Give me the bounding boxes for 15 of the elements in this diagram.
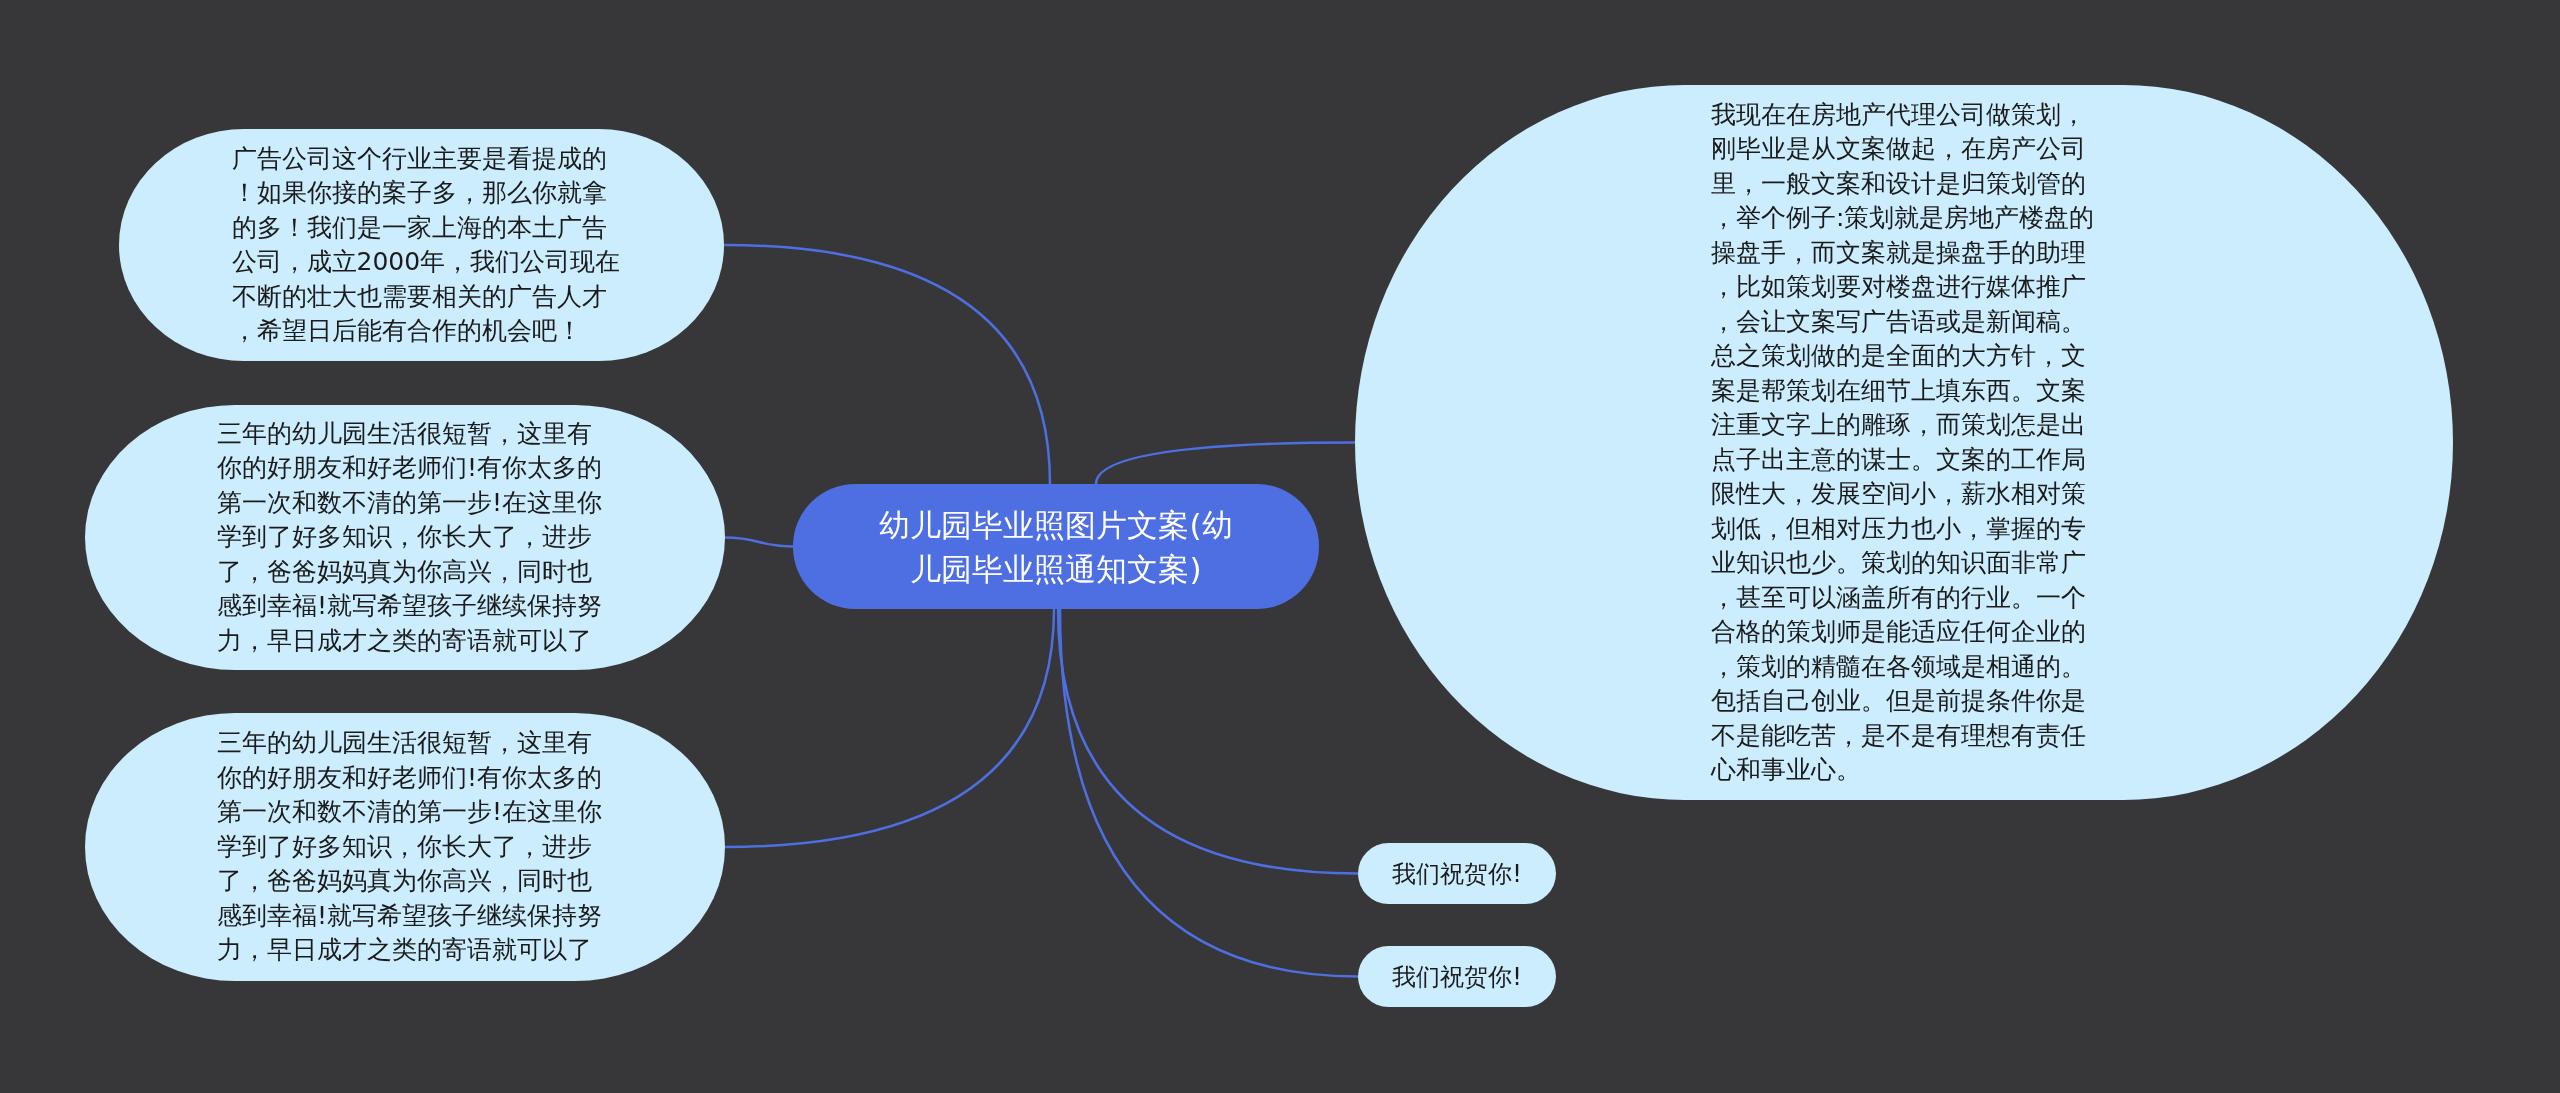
connector-line [1058, 608, 1359, 978]
connector-line [724, 608, 1056, 849]
topic-pill [1358, 843, 1556, 904]
topic-text: 三年的幼儿园生活很短暂，这里有你的好朋友和好老师们!有你太多的第一次和数不清的第一步!在这里你学到了好多知识，你长大了，进步了，爸爸妈妈真为你高兴，同时也感到幸福!就写希望孩子继续保持努力，早日成才之类的寄语就可以了 [217, 727, 604, 967]
topic-text: 我现在在房地产代理公司做策划，刚毕业是从文案做起，在房产公司里，一般文案和设计是归策划管的，举个例子:策划就是房地产楼盘的操盘手，而文案就是操盘手的助理，比如策划要对楼盘进行媒体推广，会让文案写广告语或是新闻稿。总之策划做的是全面的大方针，文案是帮策划在细节上填东西。文案注重文字上的雕琢，而策划怎是出点子出主意的谋士。文案的工作局限性大，发展空间小，薪水相对策划低，但相对压力也小，掌握的专业知识也少。策划的知识面非常广，甚至可以涵盖所有的行业。一个合格的策划师是能适应任何企业的，策划的精髓在各领域是相通的。包括自己创业。但是前提条件你是不是能吃苦，是不是有理想有责任心和事业心。 [1711, 98, 2096, 786]
central-topic-text: 幼儿园毕业照图片文案(幼儿园毕业照通知文案) [878, 505, 1234, 589]
topic-pill [1358, 946, 1556, 1007]
topic-text: 广告公司这个行业主要是看提成的！如果你接的案子多，那么你就拿的多！我们是一家上海的本土广告公司，成立2000年，我们公司现在不断的壮大也需要相关的广告人才，希望日后能有合作的机会吧！ [231, 142, 622, 347]
connector-line [1056, 608, 1359, 875]
topic-text: 三年的幼儿园生活很短暂，这里有你的好朋友和好老师们!有你太多的第一次和数不清的第一步!在这里你学到了好多知识，你长大了，进步了，爸爸妈妈真为你高兴，同时也感到幸福!就写希望孩子继续保持努力，早日成才之类的寄语就可以了 [217, 417, 604, 657]
topic-text: 我们祝贺你! [1392, 961, 1522, 992]
topic-text: 我们祝贺你! [1392, 858, 1522, 889]
connector-line [723, 243, 1052, 485]
connector-line [724, 536, 794, 548]
connector-line [1094, 441, 1355, 485]
